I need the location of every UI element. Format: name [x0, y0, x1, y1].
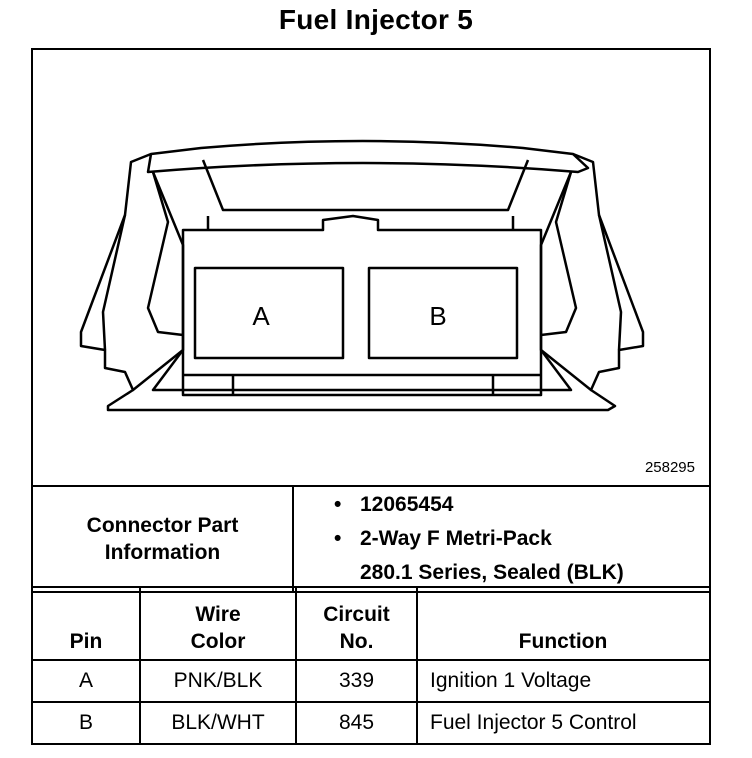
header-function: Function [416, 586, 711, 661]
page-title: Fuel Injector 5 [278, 4, 474, 35]
row-pin: B [31, 701, 141, 745]
connector-type-line1: 2-Way F Metri-Pack [360, 527, 552, 550]
row-wire-color: BLK/WHT [139, 701, 297, 745]
connector-diagram-panel: A B 258295 [31, 48, 711, 485]
row-function: Fuel Injector 5 Control [416, 701, 711, 745]
connector-body [181, 214, 543, 397]
connector-part-info-table: Connector Part Information 12065454 2-Wa… [31, 485, 711, 593]
row-wire-color: PNK/BLK [139, 659, 297, 703]
row-circuit-no: 845 [295, 701, 418, 745]
connector-right-shell [539, 152, 645, 392]
table-row: B BLK/WHT 845 Fuel Injector 5 Control [31, 701, 711, 745]
connector-part-info-label: Connector Part Information [31, 485, 294, 593]
connector-type: 2-Way F Metri-Pack 280.1 Series, Sealed … [334, 522, 708, 590]
header-pin: Pin [31, 586, 141, 661]
connector-top-arch [146, 139, 590, 174]
connector-left-shell [79, 152, 185, 392]
connector-type-line2: 280.1 Series, Sealed (BLK) [360, 561, 624, 584]
figure-number: 258295 [644, 459, 695, 476]
connector-right-inner [540, 171, 578, 337]
cavity-b [367, 266, 519, 360]
connector-bottom-skirt [106, 388, 617, 412]
row-function: Ignition 1 Voltage [416, 659, 711, 703]
part-number: 12065454 [334, 488, 708, 522]
cavity-b-label: B [429, 301, 446, 331]
table-row: A PNK/BLK 339 Ignition 1 Voltage [31, 659, 711, 703]
connector-part-info-values: 12065454 2-Way F Metri-Pack 280.1 Series… [292, 485, 711, 593]
connector-drawing: A B [79, 139, 645, 412]
connector-latch-arc [201, 159, 530, 212]
cavity-a [193, 266, 345, 360]
row-circuit-no: 339 [295, 659, 418, 703]
connector-left-inner [146, 171, 184, 337]
row-pin: A [31, 659, 141, 703]
cavity-a-label: A [252, 301, 270, 331]
